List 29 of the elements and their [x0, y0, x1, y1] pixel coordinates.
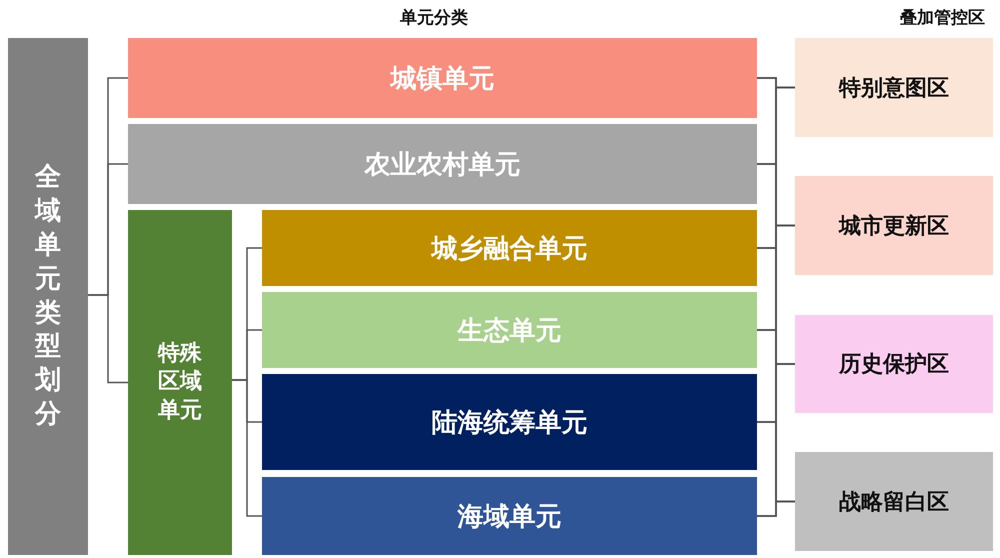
- zone-box: [795, 176, 993, 275]
- connector-line: [232, 379, 262, 517]
- node-label: 特殊区域单元: [158, 340, 202, 425]
- zone-box: [795, 315, 993, 413]
- node-label: 生态单元: [458, 314, 562, 348]
- category-bar: [8, 38, 88, 555]
- column-heading: 单元分类: [400, 7, 468, 29]
- unit-box: [128, 124, 757, 204]
- unit-box: [262, 374, 757, 470]
- node-label: 历史保护区: [839, 351, 949, 379]
- node-label: 海域单元: [458, 500, 562, 534]
- unit-group-box: [128, 210, 232, 555]
- node-label: 特别意图区: [839, 74, 949, 102]
- node-label: 战略留白区: [839, 488, 949, 516]
- zone-box: [795, 452, 993, 551]
- zone-box: [795, 38, 993, 137]
- node-label: 陆海统筹单元: [432, 406, 588, 440]
- unit-box: [262, 210, 757, 286]
- column-heading: 叠加管控区: [900, 7, 985, 29]
- unit-box: [262, 477, 757, 555]
- node-label: 城乡融合单元: [432, 232, 588, 266]
- unit-box: [128, 38, 757, 118]
- connector-line: [757, 500, 795, 517]
- unit-box: [262, 292, 757, 368]
- node-label: 农业农村单元: [364, 148, 520, 182]
- node-label: 城市更新区: [839, 212, 949, 240]
- node-label: 城镇单元: [390, 62, 494, 96]
- node-label: 全域单元类型划分: [35, 161, 61, 431]
- connector-line: [88, 294, 128, 384]
